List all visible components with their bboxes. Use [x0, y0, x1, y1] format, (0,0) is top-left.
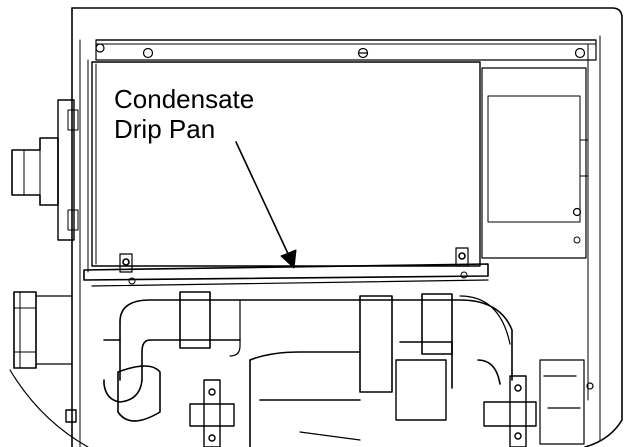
valve-flanges — [65, 375, 537, 447]
callout-label: Condensate Drip Pan — [114, 84, 254, 144]
drip-pan-shelf — [83, 247, 489, 287]
lower-details — [9, 359, 594, 447]
callout-line-2: Drip Pan — [114, 114, 216, 144]
top-rail-bolts — [95, 43, 586, 59]
callout-arrow — [235, 141, 297, 269]
left-pipe — [13, 291, 73, 369]
drip-pan-box — [87, 59, 589, 273]
condensate-piping — [103, 291, 513, 421]
callout-line-1: Condensate — [114, 84, 255, 114]
lower-elbow — [117, 351, 361, 447]
left-bracket — [11, 99, 79, 241]
cabinet-outline — [71, 7, 623, 447]
